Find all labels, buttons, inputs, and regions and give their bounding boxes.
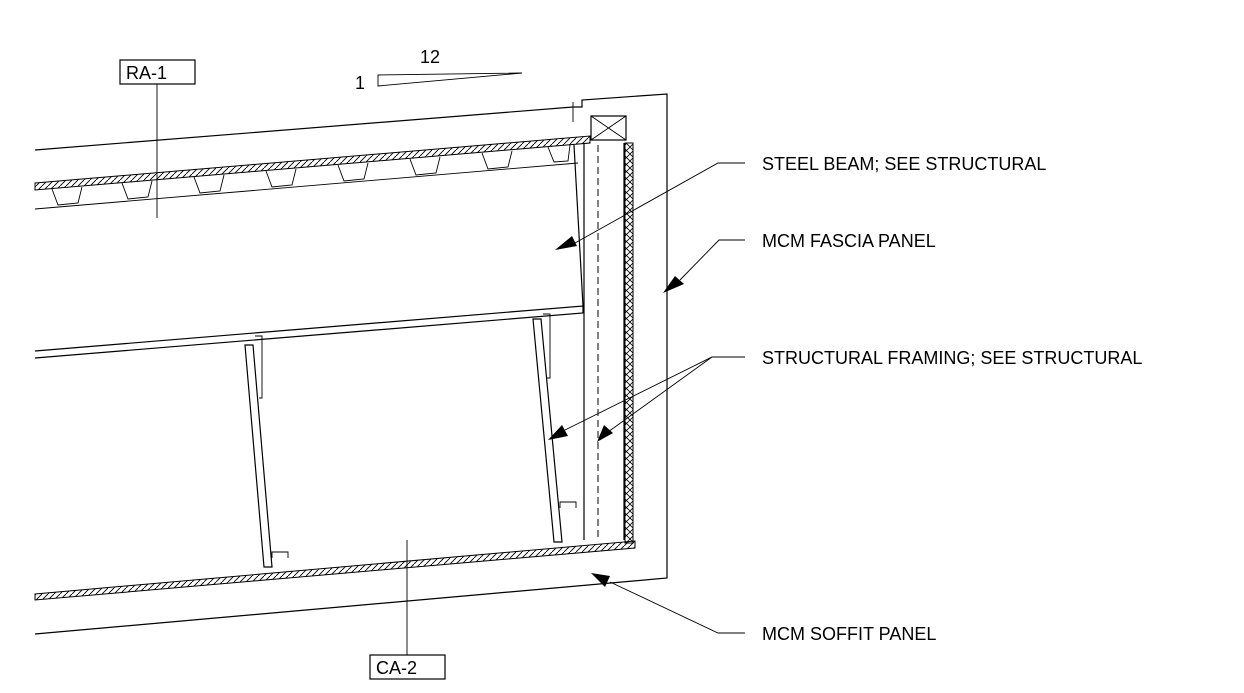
ceiling-tag-box [369, 654, 446, 680]
framing-callout: STRUCTURAL FRAMING; SEE STRUCTURAL [762, 348, 1142, 368]
clip-angle [559, 501, 577, 508]
blocking-x [590, 115, 627, 141]
soffit-hatch [34, 540, 636, 601]
deck-flute [193, 174, 225, 194]
deck-bottom-line [34, 162, 579, 210]
deck-flute [337, 162, 369, 182]
framing-member-right [532, 318, 563, 543]
slope-rise: 1 [355, 73, 365, 93]
clip-angle [255, 335, 263, 399]
fascia-callout: MCM FASCIA PANEL [762, 231, 936, 251]
framing-leader-b [607, 356, 713, 433]
deck-flute [121, 180, 153, 200]
clip-angle [543, 313, 551, 379]
ceiling-tag-text: CA-2 [376, 658, 417, 678]
roof-tag: RA-1 [119, 59, 196, 218]
soffit-callout: MCM SOFFIT PANEL [762, 624, 936, 644]
slope-run: 12 [420, 47, 440, 67]
roof-tag-box [119, 59, 196, 85]
steel-beam [34, 144, 584, 359]
outer-envelope [34, 93, 668, 635]
callouts: STEEL BEAM; SEE STRUCTURAL MCM FASCIA PA… [762, 154, 1142, 644]
framing-leader-a [564, 356, 745, 431]
slope-triangle [377, 72, 523, 87]
beam-web [573, 144, 584, 307]
soffit [34, 540, 636, 601]
framing-member-left [244, 344, 273, 568]
soffit-leader [609, 581, 745, 634]
deck-flute [409, 156, 441, 176]
deck-flute [265, 168, 297, 188]
framing-arrow-b [597, 425, 613, 442]
soffit-arrow [591, 573, 610, 587]
deck-flute [481, 150, 513, 170]
fascia-framing [583, 115, 634, 544]
fascia-leader [679, 239, 745, 281]
framing-arrow-a [548, 425, 568, 440]
roof-tag-text: RA-1 [126, 63, 167, 83]
leaders [548, 162, 745, 634]
fascia-sheathing [624, 142, 634, 544]
ceiling-framing [244, 313, 577, 568]
slope-indicator: 12 1 [355, 47, 523, 93]
steel-beam-leader [574, 162, 745, 244]
clip-angle [271, 551, 289, 558]
steel-beam-arrow [555, 236, 577, 250]
deck-flute [547, 144, 571, 163]
roof-deck-hatch [34, 135, 591, 191]
deck-flute [51, 186, 83, 206]
steel-beam-callout: STEEL BEAM; SEE STRUCTURAL [762, 154, 1046, 174]
beam-flange [34, 305, 584, 359]
fascia-arrow [663, 276, 684, 293]
ceiling-tag: CA-2 [369, 540, 446, 680]
roof-membrane [34, 135, 591, 210]
